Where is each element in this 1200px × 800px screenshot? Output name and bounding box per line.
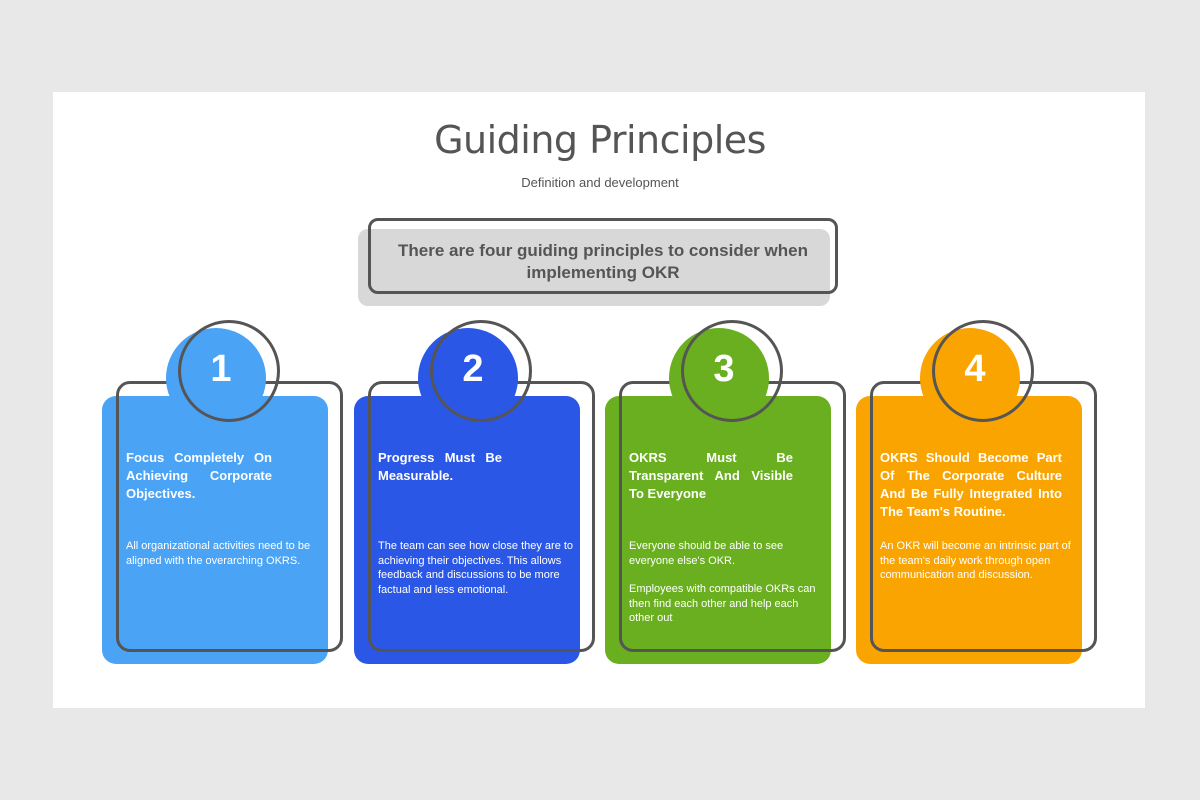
card-3-fill xyxy=(605,396,831,664)
page-subtitle: Definition and development xyxy=(521,175,679,190)
card-1-fill xyxy=(102,396,328,664)
card-2-body: The team can see how close they are to a… xyxy=(378,539,574,611)
card-2-body-paragraph: The team can see how close they are to a… xyxy=(378,540,574,596)
card-1-body: All organizational activities need to be… xyxy=(126,539,322,582)
card-3-heading: OKRS Must Be Transparent And Visible To … xyxy=(629,450,793,501)
card-2-badge-ring xyxy=(430,320,532,422)
card-3-number: 3 xyxy=(713,348,735,390)
card-3-body: Everyone should be able to see everyone … xyxy=(629,539,825,640)
page-title: Guiding Principles xyxy=(434,118,766,162)
card-4-body: An OKR will become an intrinsic part of … xyxy=(880,539,1076,597)
card-4-fill xyxy=(856,396,1082,664)
card-1-badge-ring xyxy=(178,320,280,422)
card-4-heading: OKRS Should Become Part Of The Corporate… xyxy=(880,450,1062,519)
card-4-number: 4 xyxy=(964,348,986,390)
banner-outline xyxy=(368,218,838,294)
card-1-heading: Focus Completely On Achieving Corporate … xyxy=(126,450,272,501)
card-1-body-paragraph: All organizational activities need to be… xyxy=(126,540,311,567)
card-4-badge-ring xyxy=(932,320,1034,422)
card-3-badge-ring xyxy=(681,320,783,422)
card-2-number: 2 xyxy=(462,348,484,390)
card-2-fill xyxy=(354,396,580,664)
banner-text: There are four guiding principles to con… xyxy=(398,241,808,282)
card-3-body-paragraph-2: Employees with compatible OKRs can then … xyxy=(629,583,816,624)
card-4-body-paragraph: An OKR will become an intrinsic part of … xyxy=(880,540,1071,581)
card-1-number: 1 xyxy=(210,348,232,390)
card-3-body-paragraph-1: Everyone should be able to see everyone … xyxy=(629,540,784,567)
card-2-heading: Progress Must Be Measurable. xyxy=(378,450,502,483)
